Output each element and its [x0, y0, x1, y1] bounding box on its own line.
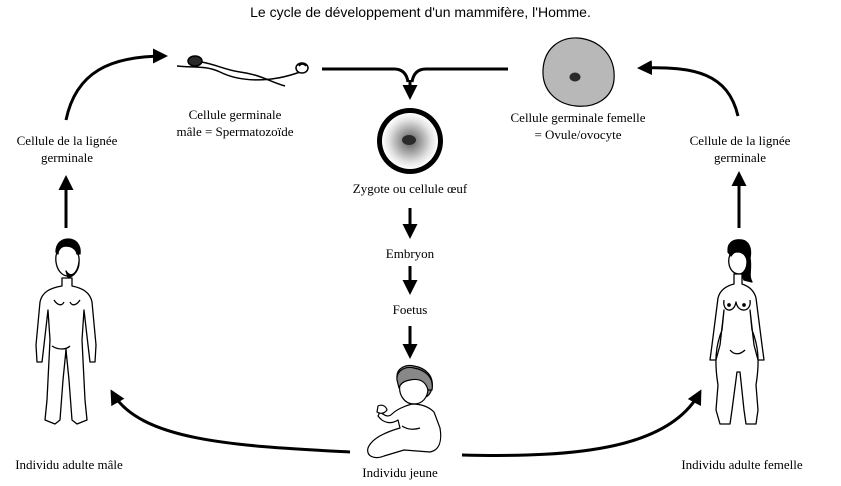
label-adult-female: Individu adulte femelle [681, 457, 803, 472]
spermatozoa-illustration [176, 55, 309, 87]
male-figure [35, 238, 97, 425]
label-male-germ-line-2: germinale [41, 150, 93, 165]
label-sperm-1: Cellule germinale [188, 107, 282, 122]
arrow-young-to-male [110, 389, 351, 454]
label-fetus: Foetus [392, 302, 428, 317]
label-zygote: Zygote ou cellule œuf [352, 181, 468, 196]
arrow-germline-to-ovum [637, 60, 740, 117]
diagram-title: Le cycle de développement d'un mammifère… [250, 4, 591, 20]
label-sperm: Cellule germinale mâle = Spermatozoïde [160, 106, 310, 140]
label-young: Individu jeune [362, 465, 438, 480]
arrow-young-to-female [461, 389, 702, 457]
label-adult-male: Individu adulte mâle [15, 457, 123, 472]
label-male-germ-line-1: Cellule de la lignée [16, 133, 118, 148]
label-embryo: Embryon [385, 246, 435, 261]
label-female-germ-line-1: Cellule de la lignée [689, 133, 791, 148]
label-sperm-2: mâle = Spermatozoïde [176, 124, 294, 139]
label-female-germ-line: Cellule de la lignée germinale [670, 132, 810, 166]
arrow-germline-to-sperm [64, 48, 168, 121]
young-child-figure [367, 364, 442, 459]
ovum-illustration [542, 37, 615, 107]
label-ovum-2: = Ovule/ovocyte [534, 127, 622, 142]
zygote-illustration [377, 108, 443, 174]
fertilization-bracket [322, 67, 508, 100]
label-ovum: Cellule germinale femelle = Ovule/ovocyt… [488, 109, 668, 143]
label-female-germ-line-2: germinale [714, 150, 766, 165]
label-male-germ-line: Cellule de la lignée germinale [0, 132, 134, 166]
female-figure [709, 239, 765, 425]
label-ovum-1: Cellule germinale femelle [510, 110, 646, 125]
